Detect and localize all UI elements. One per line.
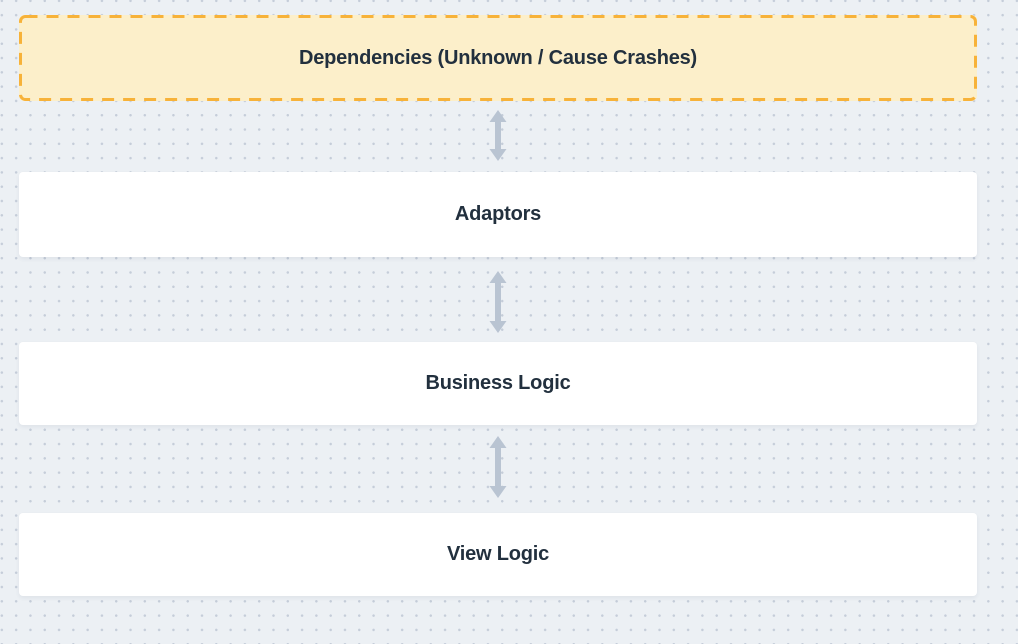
layer-box-view-logic: View Logic [19, 513, 977, 596]
double-arrow-icon [489, 436, 507, 498]
layer-box-business-logic: Business Logic [19, 342, 977, 425]
layer-label-adaptors: Adaptors [454, 203, 542, 225]
layer-box-dependencies: Dependencies (Unknown / Cause Crashes) [19, 15, 977, 101]
double-arrow-icon [489, 110, 507, 161]
double-arrow-icon [489, 271, 507, 333]
layer-box-adaptors: Adaptors [19, 172, 977, 257]
dashed-border [19, 15, 977, 101]
layer-label-view-logic: View Logic [446, 543, 550, 565]
layer-label-dependencies: Dependencies (Unknown / Cause Crashes) [298, 46, 698, 69]
layer-label-business-logic: Business Logic [425, 372, 571, 394]
